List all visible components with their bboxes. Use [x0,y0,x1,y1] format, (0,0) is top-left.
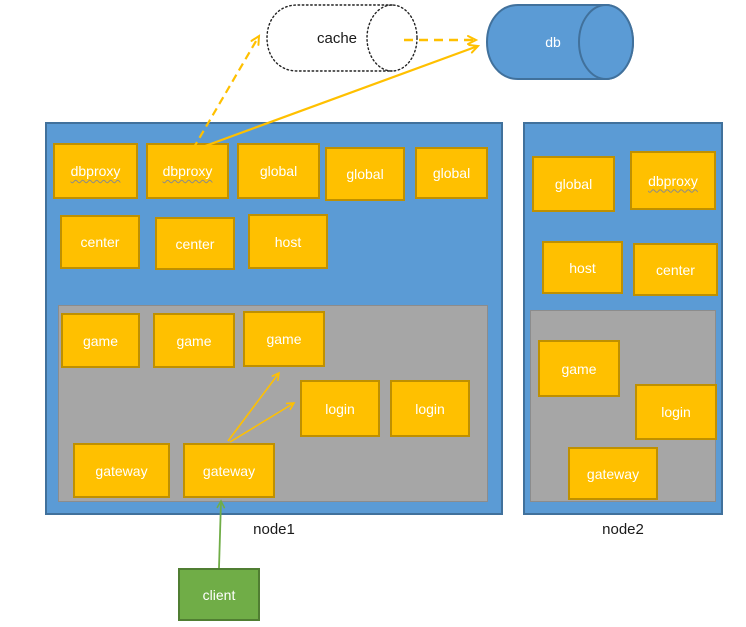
service-box-dbproxy: dbproxy [146,143,229,199]
worker-box-login: login [390,380,470,437]
service-box-host: host [248,214,328,269]
cache-label: cache [316,29,358,47]
service-box-global: global [325,147,405,201]
worker-box-game: game [243,311,325,367]
worker-box-gateway: gateway [73,443,170,498]
service-box-global: global [237,143,320,199]
service-box-center: center [633,243,718,296]
worker-box-gateway: gateway [568,447,658,500]
worker-box-login: login [635,384,717,440]
worker-box-login: login [300,380,380,437]
client-box: client [178,568,260,621]
service-box-dbproxy: dbproxy [53,143,138,199]
node2-label: node2 [602,521,644,538]
node1-label: node1 [253,521,295,538]
db-cylinder-shape [485,4,634,80]
db-cylinder: db [484,3,640,83]
service-box-center: center [60,215,140,269]
service-box-dbproxy: dbproxy [630,151,716,210]
db-label: db [545,34,561,50]
worker-box-game: game [61,313,140,368]
worker-box-game: game [538,340,620,397]
service-box-global: global [532,156,615,212]
service-box-global: global [415,147,488,199]
worker-box-gateway: gateway [183,443,275,498]
service-box-host: host [542,241,623,294]
cache-cylinder: cache [264,2,424,74]
worker-box-game: game [153,313,235,368]
service-box-center: center [155,217,235,270]
